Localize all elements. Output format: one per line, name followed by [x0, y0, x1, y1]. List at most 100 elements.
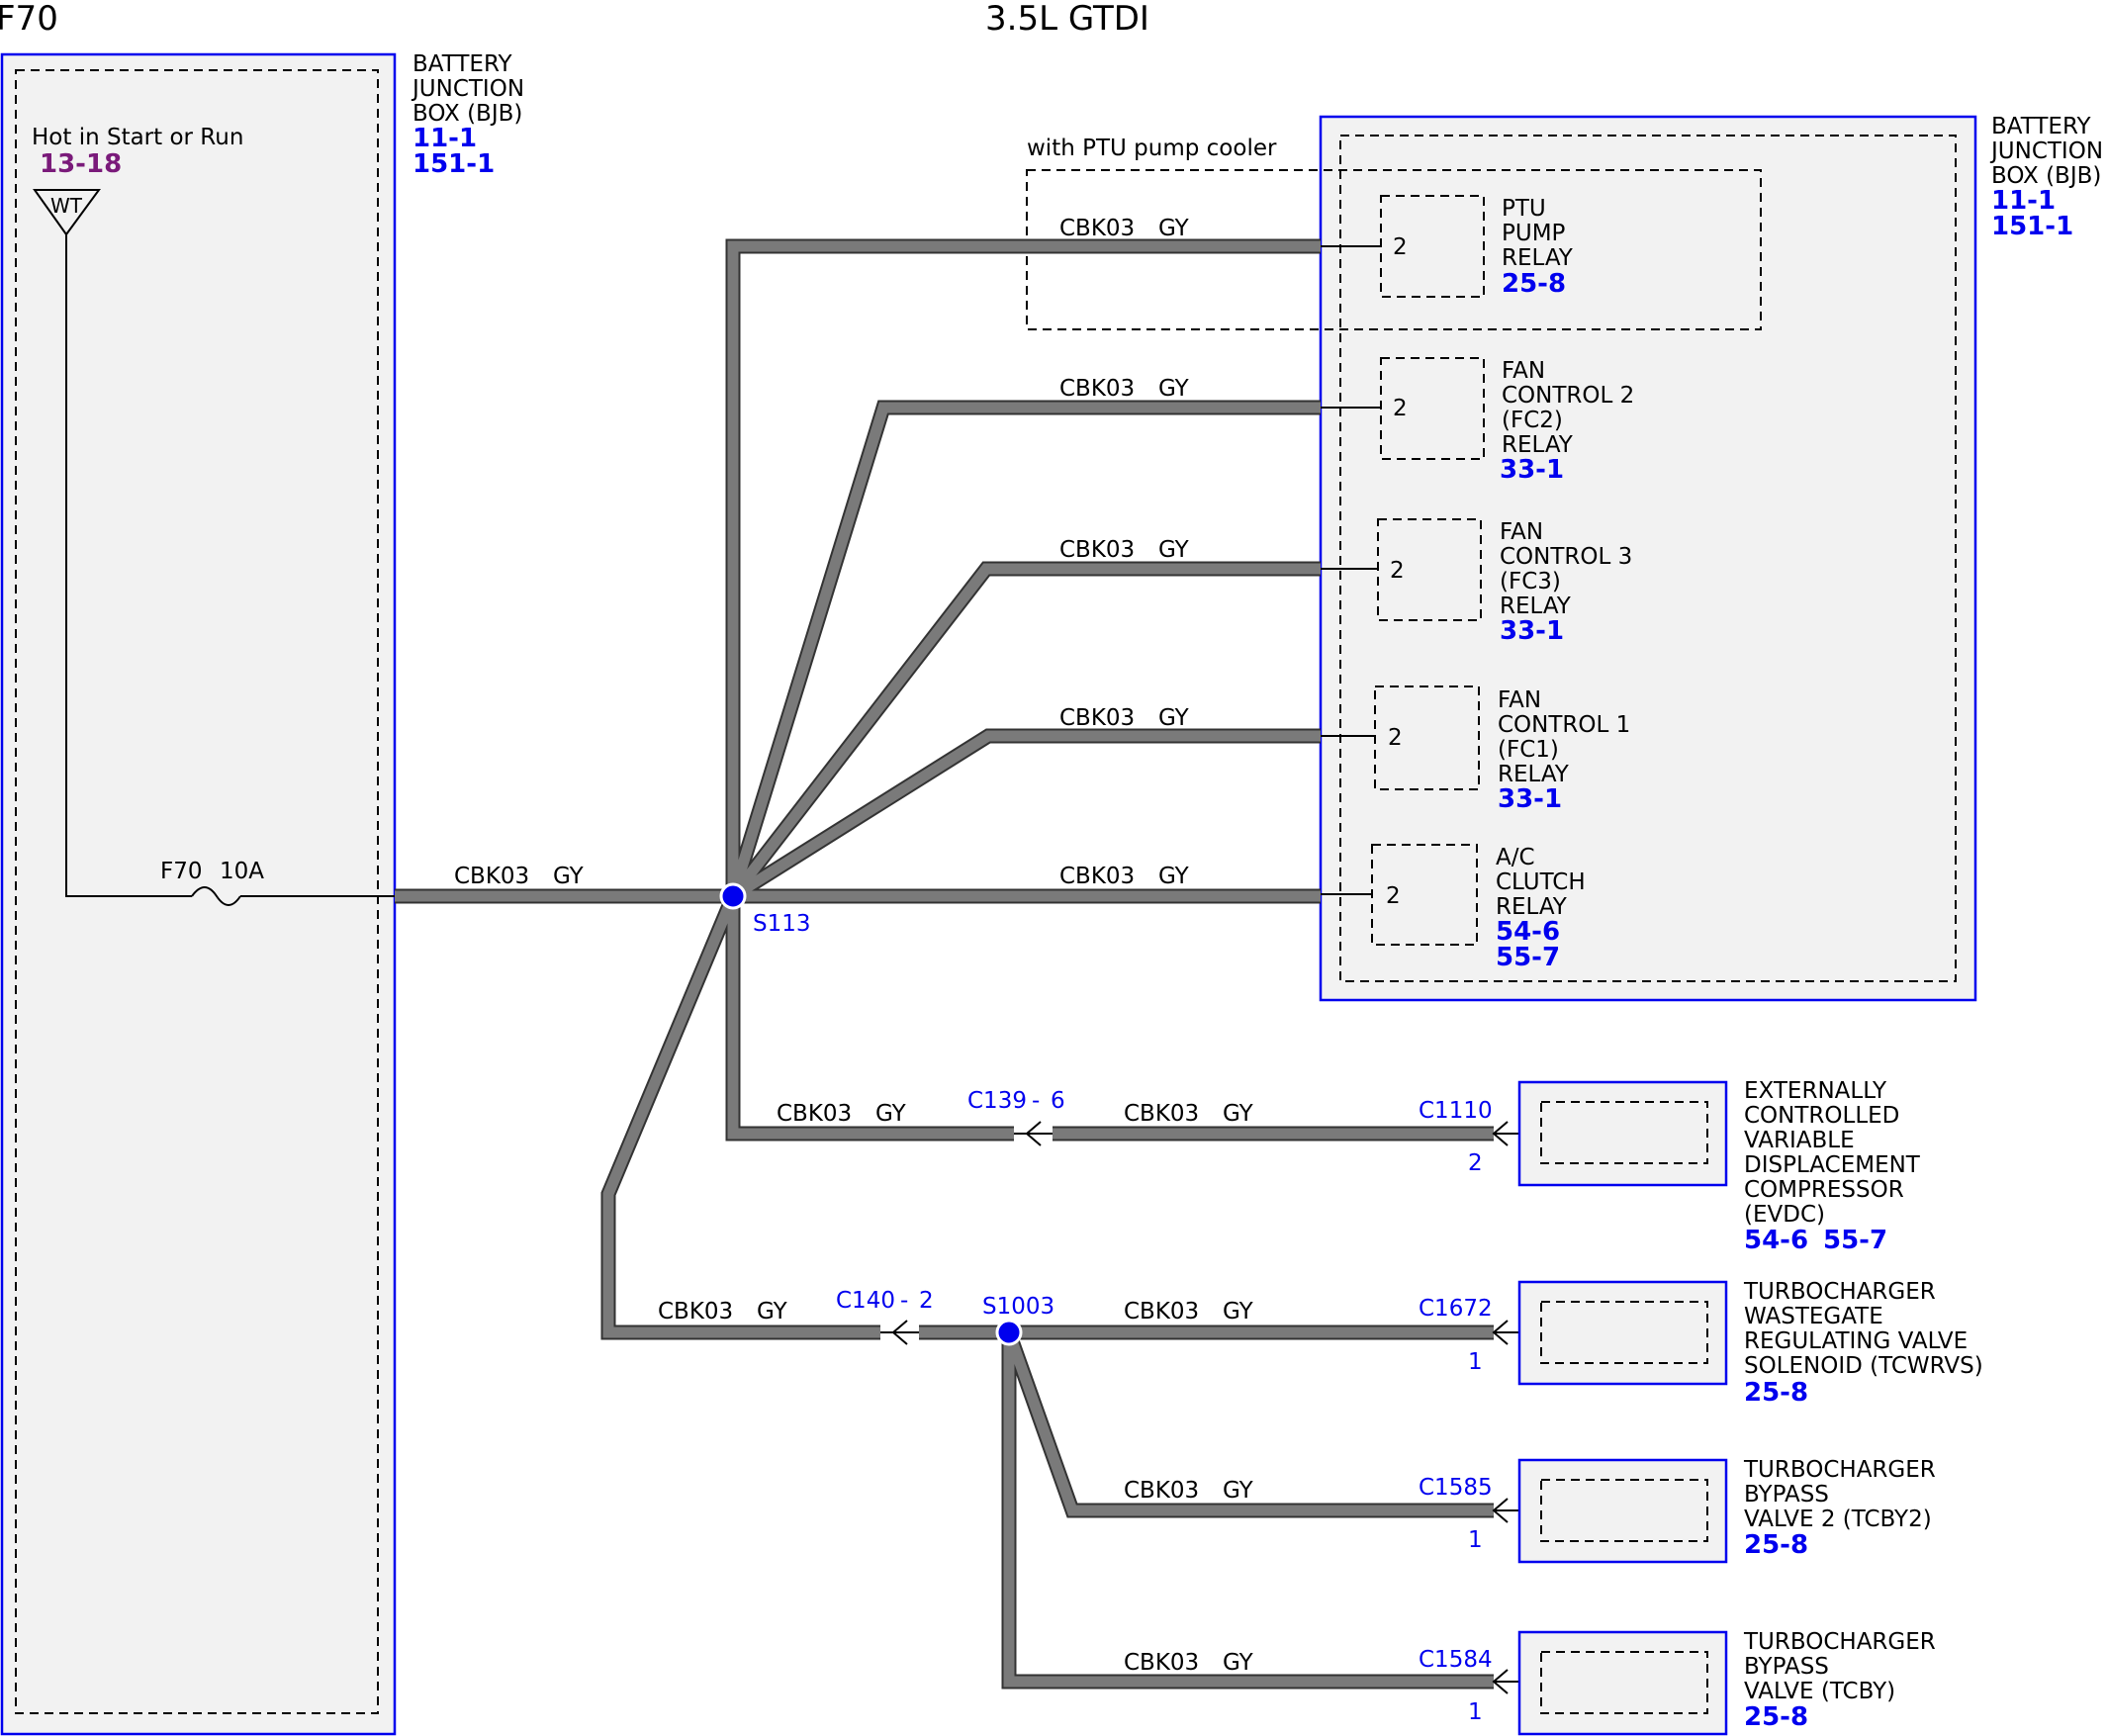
relay-name: FAN: [1502, 358, 1545, 384]
wire-color: GY: [553, 864, 585, 889]
left-bjb-name-2: JUNCTION: [411, 76, 524, 102]
splice-label: S113: [753, 911, 811, 937]
relay-group: 2 PTU PUMP RELAY 25-8 2 FAN CONTROL 2 (F…: [1321, 195, 1634, 972]
component-ref[interactable]: 55-7: [1823, 1226, 1887, 1255]
component-ref[interactable]: 25-8: [1744, 1530, 1808, 1560]
wire-color: GY: [1158, 705, 1190, 731]
component-name: SOLENOID (TCWRVS): [1744, 1353, 1983, 1379]
inline-connector-c139[interactable]: C139 - 6: [967, 1088, 1065, 1146]
component-name: COMPRESSOR: [1744, 1177, 1904, 1203]
relay-name: RELAY: [1502, 245, 1574, 271]
component-tcby2[interactable]: C1585 1 TURBOCHARGER BYPASS VALVE 2 (TCB…: [1419, 1457, 1936, 1564]
splice-s1003[interactable]: S1003: [982, 1294, 1054, 1346]
component-ref[interactable]: 54-6: [1744, 1226, 1808, 1255]
right-bjb-ref-1[interactable]: 11-1: [1991, 186, 2056, 216]
fc3-branch-wire[interactable]: [728, 563, 1321, 900]
component-name: VALVE (TCBY): [1744, 1679, 1895, 1704]
wire-color: GY: [1158, 537, 1190, 563]
component-ref[interactable]: 25-8: [1744, 1378, 1808, 1408]
power-ref[interactable]: 13-18: [40, 149, 122, 179]
evdc-branch-wire[interactable]: [727, 896, 1014, 1140]
wire-circuit: CBK03: [1059, 864, 1135, 889]
component-tcby[interactable]: C1584 1 TURBOCHARGER BYPASS VALVE (TCBY)…: [1419, 1629, 1936, 1736]
component-name: EXTERNALLY: [1744, 1078, 1887, 1104]
splice-label: S1003: [982, 1294, 1054, 1320]
relay-ptu-pump[interactable]: 2 PTU PUMP RELAY 25-8: [1321, 195, 1574, 299]
tcby-feed-wire[interactable]: [1003, 1332, 1494, 1688]
wire-circuit: CBK03: [1124, 1650, 1199, 1676]
fuse-title: F70: [0, 0, 58, 39]
component-name: WASTEGATE: [1744, 1304, 1883, 1329]
fc1-branch-outline: [729, 728, 1321, 903]
relay-name: RELAY: [1500, 594, 1572, 619]
relay-ref[interactable]: 33-1: [1500, 616, 1564, 646]
wire-color: GY: [1158, 216, 1190, 241]
connector-arrow-icon: [1492, 1669, 1509, 1694]
terminal-label: WT: [50, 194, 83, 218]
relay-pin: 2: [1388, 725, 1403, 751]
ptu-branch-wire[interactable]: [727, 240, 1321, 896]
connector-pin: 2: [919, 1288, 934, 1314]
tcby2-feed-wire[interactable]: [1003, 1330, 1494, 1516]
wire-circuit: CBK03: [777, 1101, 852, 1127]
connector-arrow-icon: [1492, 1320, 1509, 1345]
component-name: CONTROLLED: [1744, 1103, 1899, 1129]
connector-arrow-icon: [1492, 1498, 1509, 1523]
connector-pin: 6: [1051, 1088, 1065, 1114]
relay-ref[interactable]: 54-6: [1496, 917, 1560, 947]
relay-name: FAN: [1498, 687, 1541, 713]
fuse-label: F70: [160, 859, 203, 884]
wire-circuit: CBK03: [1059, 216, 1135, 241]
s1003-branch-wire[interactable]: [602, 893, 880, 1338]
relay-ref[interactable]: 55-7: [1496, 943, 1560, 972]
relay-name: PUMP: [1502, 221, 1566, 246]
fc2-branch-wire[interactable]: [727, 402, 1321, 898]
wire-color: GY: [875, 1101, 907, 1127]
connector-pin: 1: [1468, 1349, 1483, 1375]
fc2-branch-outline: [725, 400, 1321, 899]
relay-name: RELAY: [1496, 894, 1568, 920]
relay-name: CONTROL 2: [1502, 383, 1634, 409]
right-bjb-name-2: JUNCTION: [1989, 138, 2103, 164]
relay-name: (FC3): [1500, 569, 1561, 594]
relay-fan-control-1[interactable]: 2 FAN CONTROL 1 (FC1) RELAY 33-1: [1321, 685, 1630, 814]
relay-ref[interactable]: 33-1: [1498, 784, 1562, 814]
relay-pin: 2: [1393, 234, 1408, 260]
relay-name: RELAY: [1502, 432, 1574, 458]
fc1-branch-wire[interactable]: [730, 730, 1321, 901]
connector-id: C1672: [1419, 1296, 1493, 1322]
relay-name: (FC2): [1502, 408, 1563, 433]
left-bjb-ref-1[interactable]: 11-1: [412, 124, 477, 153]
connector-arrow-icon: [1492, 1121, 1509, 1146]
connector-arrow-icon: [891, 1320, 908, 1345]
component-name: DISPLACEMENT: [1744, 1152, 1921, 1178]
relay-fan-control-2[interactable]: 2 FAN CONTROL 2 (FC2) RELAY 33-1: [1321, 357, 1634, 485]
component-name: REGULATING VALVE: [1744, 1328, 1968, 1354]
relay-ref[interactable]: 25-8: [1502, 269, 1566, 299]
relay-fan-control-3[interactable]: 2 FAN CONTROL 3 (FC3) RELAY 33-1: [1321, 518, 1632, 646]
wire-circuit: CBK03: [658, 1299, 733, 1325]
power-label: Hot in Start or Run: [32, 125, 243, 150]
relay-name: FAN: [1500, 519, 1543, 545]
connector-id: C1110: [1419, 1098, 1493, 1124]
right-bjb-ref-2[interactable]: 151-1: [1991, 212, 2073, 241]
wire-circuit: CBK03: [1124, 1299, 1199, 1325]
relay-name: (FC1): [1498, 737, 1559, 763]
component-evdc[interactable]: C1110 2 EXTERNALLY CONTROLLED VARIABLE D…: [1419, 1078, 1921, 1255]
inline-connector-c140[interactable]: C140 - 2: [836, 1288, 934, 1345]
relay-ref[interactable]: 33-1: [1500, 455, 1564, 485]
wire-harness: [395, 238, 1494, 1690]
connector-arrow-icon: [1025, 1121, 1042, 1146]
component-tcwrvs[interactable]: C1672 1 TURBOCHARGER WASTEGATE REGULATIN…: [1419, 1279, 1983, 1408]
right-bjb-name-3: BOX (BJB): [1991, 163, 2101, 189]
relay-ac-clutch[interactable]: 2 A/C CLUTCH RELAY 54-6 55-7: [1321, 844, 1586, 972]
relay-name: RELAY: [1498, 762, 1570, 787]
splice-s113[interactable]: S113: [719, 882, 811, 937]
wire-color: GY: [1223, 1478, 1254, 1504]
relay-name: CONTROL 3: [1500, 544, 1632, 570]
engine-title: 3.5L GTDI: [985, 0, 1149, 39]
connector-pin: 2: [1468, 1150, 1483, 1176]
left-bjb-ref-2[interactable]: 151-1: [412, 149, 495, 179]
component-ref[interactable]: 25-8: [1744, 1702, 1808, 1732]
